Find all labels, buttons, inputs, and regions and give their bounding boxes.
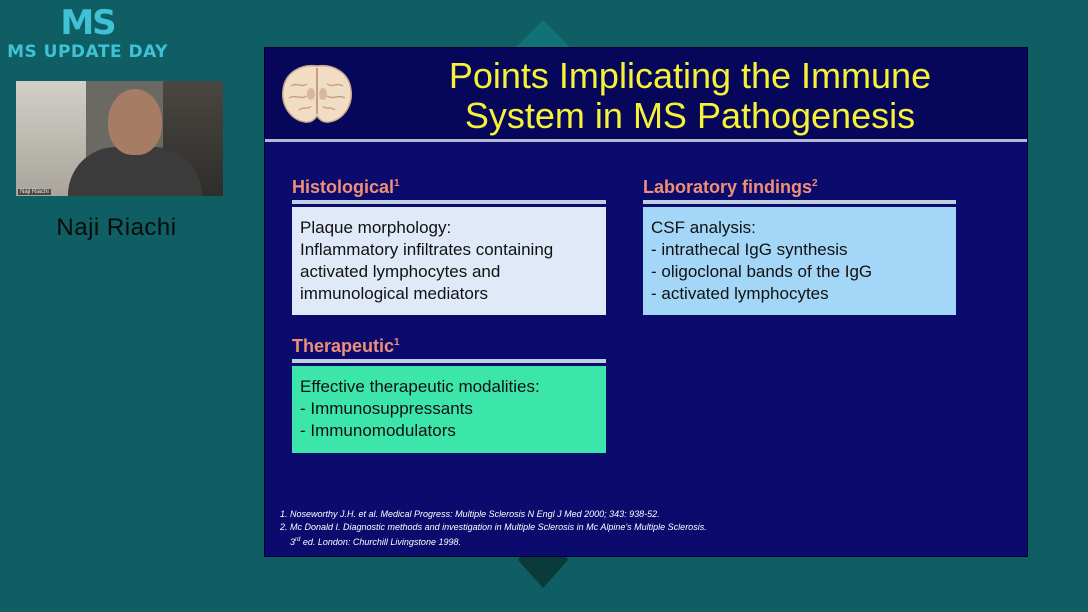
webcam-name-tag: Naji Riachi xyxy=(18,189,51,195)
logo-mark: MS xyxy=(60,3,116,43)
reference-2-continued: 3rd ed. London: Churchill Livingstone 19… xyxy=(290,537,461,547)
speaker-webcam-video: Naji Riachi xyxy=(16,81,223,196)
slide-references: 1. Noseworthy J.H. et al. Medical Progre… xyxy=(280,508,1020,549)
laboratory-divider xyxy=(643,200,956,204)
reference-1: 1. Noseworthy J.H. et al. Medical Progre… xyxy=(280,509,660,519)
histological-box: Plaque morphology: Inflammatory infiltra… xyxy=(292,207,606,315)
speaker-name: Naji Riachi xyxy=(56,214,177,241)
brain-slice-icon xyxy=(282,64,352,123)
presentation-slide: Points Implicating the Immune System in … xyxy=(264,47,1028,557)
slide-title-line-2: System in MS Pathogenesis xyxy=(464,95,916,136)
slide-title-line-1: Points Implicating the Immune xyxy=(448,55,932,96)
ms-update-day-logo: MS MS UPDATE DAY xyxy=(0,4,175,62)
laboratory-box: CSF analysis: - intrathecal IgG synthesi… xyxy=(643,207,956,315)
therapeutic-box: Effective therapeutic modalities: - Immu… xyxy=(292,366,606,453)
therapeutic-divider xyxy=(292,359,606,363)
slide-title: Points Implicating the Immune System in … xyxy=(375,56,1005,136)
reference-2: 2. Mc Donald I. Diagnostic methods and i… xyxy=(280,522,707,532)
laboratory-heading: Laboratory findings2 xyxy=(643,177,818,197)
histological-divider xyxy=(292,200,606,204)
slide-header: Points Implicating the Immune System in … xyxy=(265,48,1027,142)
therapeutic-heading: Therapeutic1 xyxy=(292,336,400,356)
histological-heading: Histological1 xyxy=(292,177,400,197)
logo-text: MS UPDATE DAY xyxy=(7,42,168,62)
